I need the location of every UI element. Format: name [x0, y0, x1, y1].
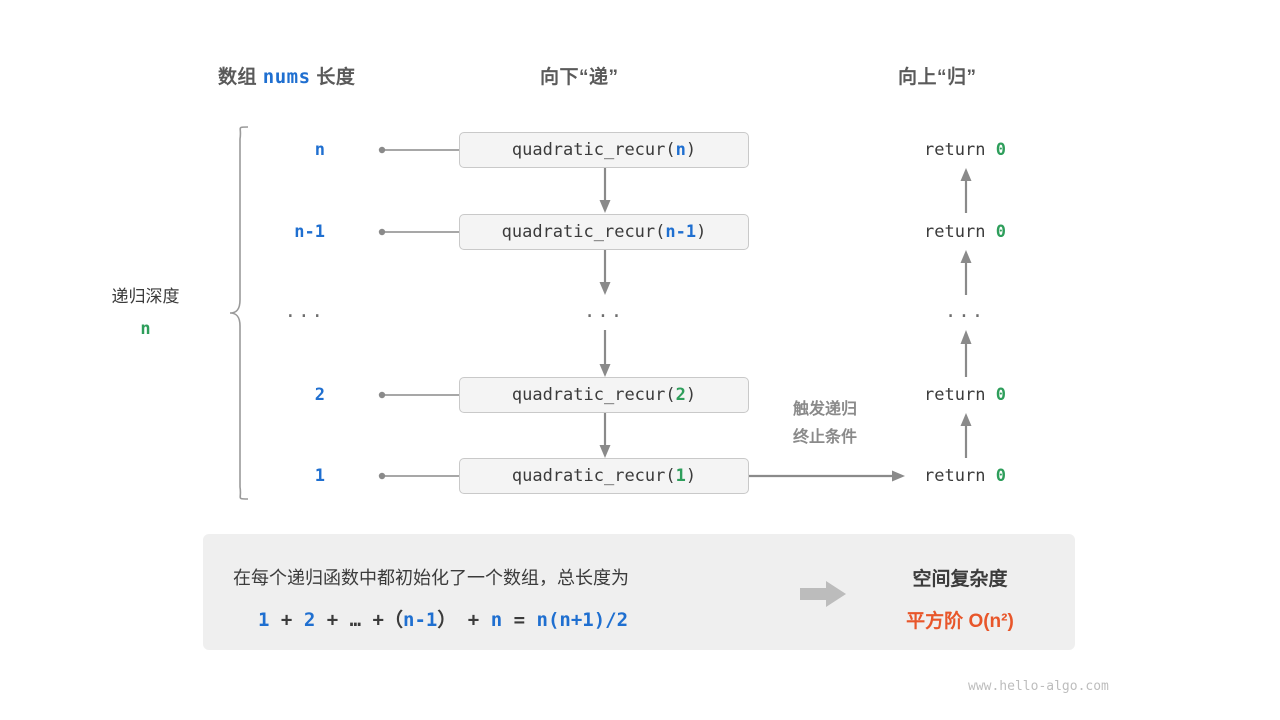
return-4-value: 0	[995, 466, 1006, 486]
return-3: return 0	[860, 385, 1070, 405]
return-0-value: 0	[995, 140, 1006, 160]
call-box-3: quadratic_recur(2)	[459, 377, 749, 413]
formula-t6: ）	[437, 609, 457, 631]
call-box-1-suffix: )	[696, 222, 707, 242]
panel-result-title: 空间复杂度	[912, 569, 1008, 590]
formula-t3: …	[349, 609, 362, 631]
trigger-note-line2: 终止条件	[792, 429, 857, 446]
call-box-0-prefix: quadratic_recur(	[511, 140, 676, 160]
row-num-0: n	[314, 140, 325, 160]
depth-label: 递归深度 n	[88, 281, 203, 346]
return-0-prefix: return	[924, 140, 996, 160]
header-left-suffix: 长度	[310, 67, 356, 88]
panel-formula: 1 + 2 + … +（n-1） + n = n(n+1)/2	[258, 605, 628, 632]
formula-t1: 1	[258, 609, 270, 631]
watermark: www.hello-algo.com	[968, 679, 1109, 694]
return-3-value: 0	[995, 385, 1006, 405]
call-box-0-arg: n	[675, 140, 686, 160]
summary-panel	[203, 534, 1075, 650]
formula-op2: +	[326, 609, 339, 631]
trigger-note-line1: 触发递归	[792, 401, 857, 418]
header-middle: 向下“递”	[540, 67, 619, 88]
formula-op4: +	[467, 609, 480, 631]
call-box-4: quadratic_recur(1)	[459, 458, 749, 494]
row-num-1: n-1	[294, 222, 325, 242]
up-arrow-2	[960, 330, 972, 377]
return-1-prefix: return	[924, 222, 996, 242]
connector-line-0	[378, 146, 462, 154]
row-num-4: 1	[314, 466, 325, 486]
call-box-1-arg: n-1	[665, 222, 697, 242]
depth-brace	[229, 126, 249, 500]
call-box-1-prefix: quadratic_recur(	[501, 222, 666, 242]
panel-result-value: 平方阶 O(n²)	[906, 611, 1014, 632]
call-box-4-suffix: )	[685, 466, 697, 486]
call-box-0: quadratic_recur(n)	[459, 132, 749, 168]
call-box-0-suffix: )	[685, 140, 697, 160]
header-left: 数组 nums 长度	[218, 62, 355, 89]
formula-t4: （	[383, 609, 403, 631]
row-num-2: ...	[284, 300, 325, 322]
formula-op5: =	[513, 609, 526, 631]
header-left-prefix: 数组	[218, 67, 263, 88]
down-arrow-3	[599, 413, 611, 458]
up-arrow-0	[960, 168, 972, 213]
connector-line-1	[378, 228, 462, 236]
depth-label-line1: 递归深度	[111, 287, 180, 306]
return-1-value: 0	[995, 222, 1006, 242]
call-box-1: quadratic_recur(n-1)	[459, 214, 749, 250]
formula-t7: n	[490, 609, 503, 631]
base-case-arrow	[749, 470, 905, 482]
down-arrow-1	[599, 250, 611, 295]
panel-arrow-icon	[800, 581, 846, 607]
return-2: ...	[944, 300, 986, 322]
depth-label-line2: n	[140, 319, 151, 340]
call-box-3-suffix: )	[685, 385, 697, 405]
call-box-4-arg: 1	[675, 466, 686, 486]
panel-text-line1: 在每个递归函数中都初始化了一个数组，总长度为	[233, 568, 629, 588]
return-3-prefix: return	[924, 385, 996, 405]
call-box-2: ...	[583, 300, 625, 322]
call-box-3-arg: 2	[675, 385, 686, 405]
formula-op1: +	[280, 609, 293, 631]
formula-op3: +	[372, 609, 384, 631]
call-box-3-prefix: quadratic_recur(	[511, 385, 676, 405]
formula-t5: n-1	[403, 609, 438, 631]
down-arrow-0	[599, 168, 611, 213]
formula-t2: 2	[303, 609, 316, 631]
down-arrow-2	[599, 330, 611, 377]
return-4-prefix: return	[924, 466, 996, 486]
trigger-note: 触发递归 终止条件	[760, 396, 890, 452]
connector-line-4	[378, 472, 462, 480]
return-4: return 0	[860, 466, 1070, 486]
connector-line-3	[378, 391, 462, 399]
up-arrow-1	[960, 250, 972, 295]
header-left-mono: nums	[262, 66, 311, 88]
up-arrow-3	[960, 413, 972, 458]
call-box-4-prefix: quadratic_recur(	[511, 466, 676, 486]
header-right: 向上“归”	[898, 67, 977, 88]
row-num-3: 2	[314, 385, 325, 405]
return-0: return 0	[860, 140, 1070, 160]
formula-t8: n(n+1)/2	[536, 609, 629, 631]
return-1: return 0	[860, 222, 1070, 242]
